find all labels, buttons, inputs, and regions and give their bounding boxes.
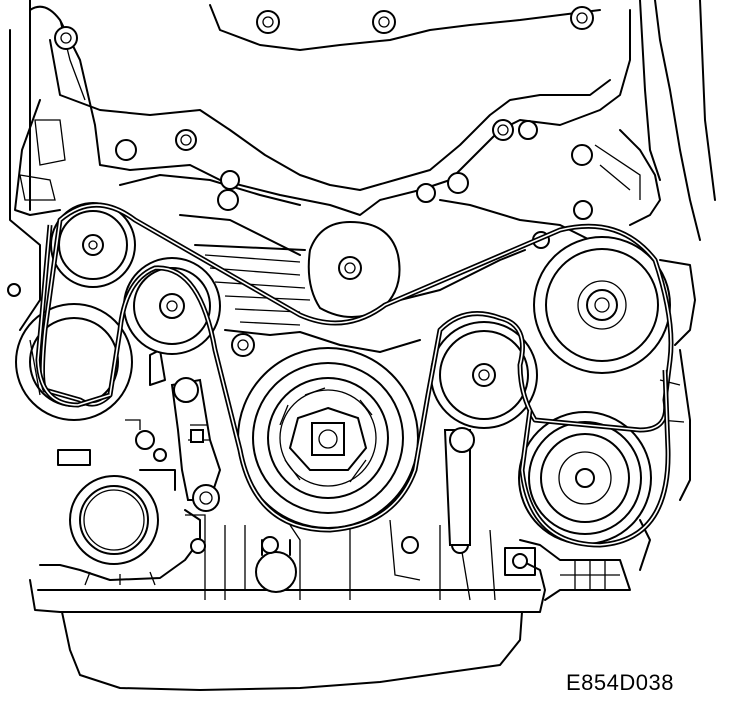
idler-pulley-left <box>123 257 221 355</box>
idler-pulley-right <box>430 321 538 429</box>
bolt-icon <box>115 139 137 161</box>
bolt-icon <box>416 183 436 203</box>
oil-filter <box>255 539 297 593</box>
alternator-pulley <box>533 236 671 374</box>
bolt-icon <box>220 170 240 190</box>
crankshaft-pulley <box>237 347 419 529</box>
bolt-icon <box>190 538 206 554</box>
bolt-icon <box>570 6 594 30</box>
lower-left-pulley <box>69 475 159 565</box>
bolt-icon <box>447 172 469 194</box>
support-strut <box>443 427 475 546</box>
ac-compressor-pulley <box>518 411 652 545</box>
bolt-icon <box>7 283 21 297</box>
bolt-icon <box>231 333 255 357</box>
bolt-icon <box>54 26 78 50</box>
engine-block-outline <box>9 0 716 331</box>
bolt-icon <box>573 200 593 220</box>
drive-belt-secondary <box>35 224 671 548</box>
power-steering-pulley <box>50 202 136 288</box>
bolt-icon <box>175 129 197 151</box>
bolt-icon <box>153 448 167 462</box>
bolt-icon <box>518 120 538 140</box>
belt-tensioner <box>170 377 222 512</box>
bolt-icon <box>261 536 279 554</box>
bolt-icon <box>492 119 514 141</box>
bolt-icon <box>372 10 396 34</box>
bolt-icon <box>217 189 239 211</box>
water-pump-pulley <box>307 220 401 319</box>
bolt-icon <box>256 10 280 34</box>
oil-pan <box>29 509 631 691</box>
casting-bolts <box>7 6 594 462</box>
bolt-icon <box>571 144 593 166</box>
drive-belt-main <box>40 202 674 533</box>
bolt-icon <box>135 430 155 450</box>
figure-reference-code: E854D038 <box>566 670 674 695</box>
bolt-icon <box>401 536 419 554</box>
